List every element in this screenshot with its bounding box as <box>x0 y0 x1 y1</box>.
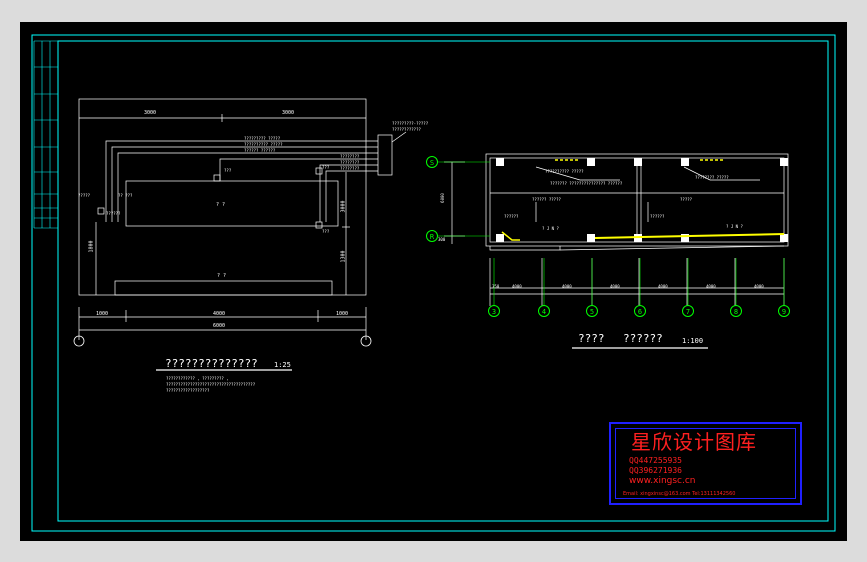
left-bottom-dim-3: 1000 <box>336 311 349 317</box>
right-side-dim-2: 1300 <box>340 250 347 263</box>
right-note-4: ?????? ????? <box>532 197 561 202</box>
cable-label-3: ?????? ?????? <box>244 148 276 153</box>
right-height-dim: 6000 <box>439 193 445 203</box>
right-dim-1: 350 <box>492 284 500 289</box>
left-note-line-3: ?????????????????? <box>166 388 210 393</box>
right-note-7: ?????? <box>650 214 665 219</box>
box-label-2: ???????????? <box>392 127 421 132</box>
right-dim-2: 4000 <box>512 284 522 289</box>
axis-bubble-4: 4 <box>538 305 550 317</box>
left-note-3: ?? ??? <box>118 193 133 198</box>
watermark-url: www.xingsc.cn <box>629 476 696 486</box>
left-bottom-total: 6000 <box>213 323 226 329</box>
axis-bubble-7: 7 <box>682 305 694 317</box>
left-plan-lines <box>78 98 407 340</box>
point-label-1: ??? <box>224 168 232 173</box>
watermark-qq2: QQ396271936 <box>629 466 682 475</box>
axis-bubble-6: 6 <box>634 305 646 317</box>
left-top-dim-2: 3000 <box>282 110 295 116</box>
axis-bubble-9: 9 <box>778 305 790 317</box>
right-height-dim-2: 300 <box>438 237 446 242</box>
left-bottom-dim-1: 1000 <box>96 311 109 317</box>
watermark-name: 星欣设计图库 <box>631 430 757 454</box>
right-note-6: ?????? <box>504 214 519 219</box>
cad-drawing <box>31 34 836 532</box>
point-label-2: ??? <box>322 165 330 170</box>
left-axis-bubble-b <box>360 335 372 347</box>
watermark-contact: Email: xingxinsc@163.com Tel:13111342560 <box>623 491 736 497</box>
left-plan-scale: 1:25 <box>274 361 291 369</box>
axis-bubble-5: 5 <box>586 305 598 317</box>
cable-label-4: ???????? <box>340 154 360 159</box>
left-axis-bubble-a <box>73 335 85 347</box>
left-side-dim: 1800 <box>88 240 95 253</box>
cable-label-1: ????????? ????? <box>244 136 281 141</box>
right-dim-7: 4000 <box>754 284 764 289</box>
room-text: ? ? <box>216 202 226 208</box>
axis-bubble-8: 8 <box>730 305 742 317</box>
point-label-3: ??? <box>322 229 330 234</box>
watermark-inner-frame <box>615 428 796 499</box>
right-dim-3: 4000 <box>562 284 572 289</box>
box-label-1: ?????????-????? <box>392 121 429 126</box>
left-note-2: ?????? <box>106 211 121 216</box>
left-plan-title: ?????????????? <box>165 357 258 370</box>
axis-bubble-S: S <box>426 156 438 168</box>
right-plan-yellow-marks <box>501 159 785 241</box>
right-room-label-1: ? J N ? <box>542 226 559 231</box>
right-dim-5: 4000 <box>658 284 668 289</box>
left-note-line-1: ???????????? , ????????? , <box>166 376 229 381</box>
drawing-canvas: 3000 3000 1000 4000 1000 6000 1800 3000 … <box>20 22 847 541</box>
left-title-strip <box>33 40 58 229</box>
right-plan-subtitle: ?????? <box>623 332 663 345</box>
cable-label-6: ???????? <box>340 166 360 171</box>
right-dim-4: 4000 <box>610 284 620 289</box>
right-note-1: ?????????? ????? <box>545 169 584 174</box>
inner-frame <box>57 40 829 522</box>
left-top-dim-1: 3000 <box>144 110 157 116</box>
axis-bubble-3: 3 <box>488 305 500 317</box>
right-plan-title: ???? <box>578 332 605 345</box>
watermark-frame: 星欣设计图库 QQ447255935 QQ396271936 www.xings… <box>609 422 802 505</box>
right-dim-6: 4000 <box>706 284 716 289</box>
bottom-slab-text: ? ? <box>217 273 227 279</box>
right-note-2: ??????? ??????????????? ?????? <box>550 181 623 186</box>
cable-label-2: ?????????? ????? <box>244 142 283 147</box>
outer-frame <box>31 34 836 532</box>
right-note-3: ???????? ????? <box>695 175 729 180</box>
cable-label-5: ???????? <box>340 160 360 165</box>
axis-bubble-R: R <box>426 230 438 242</box>
right-plan-axis-lines <box>438 161 785 306</box>
right-note-5: ????? <box>680 197 693 202</box>
watermark-qq1: QQ447255935 <box>629 456 682 465</box>
left-note-1: ????? <box>78 193 91 198</box>
left-note-line-2: ????????????????????????????????????? <box>166 382 256 387</box>
left-bottom-dim-2: 4000 <box>213 311 226 317</box>
right-side-dim-1: 3000 <box>340 200 347 213</box>
right-room-label-2: ? J N ? <box>726 224 743 229</box>
right-plan-scale: 1:100 <box>682 337 704 345</box>
